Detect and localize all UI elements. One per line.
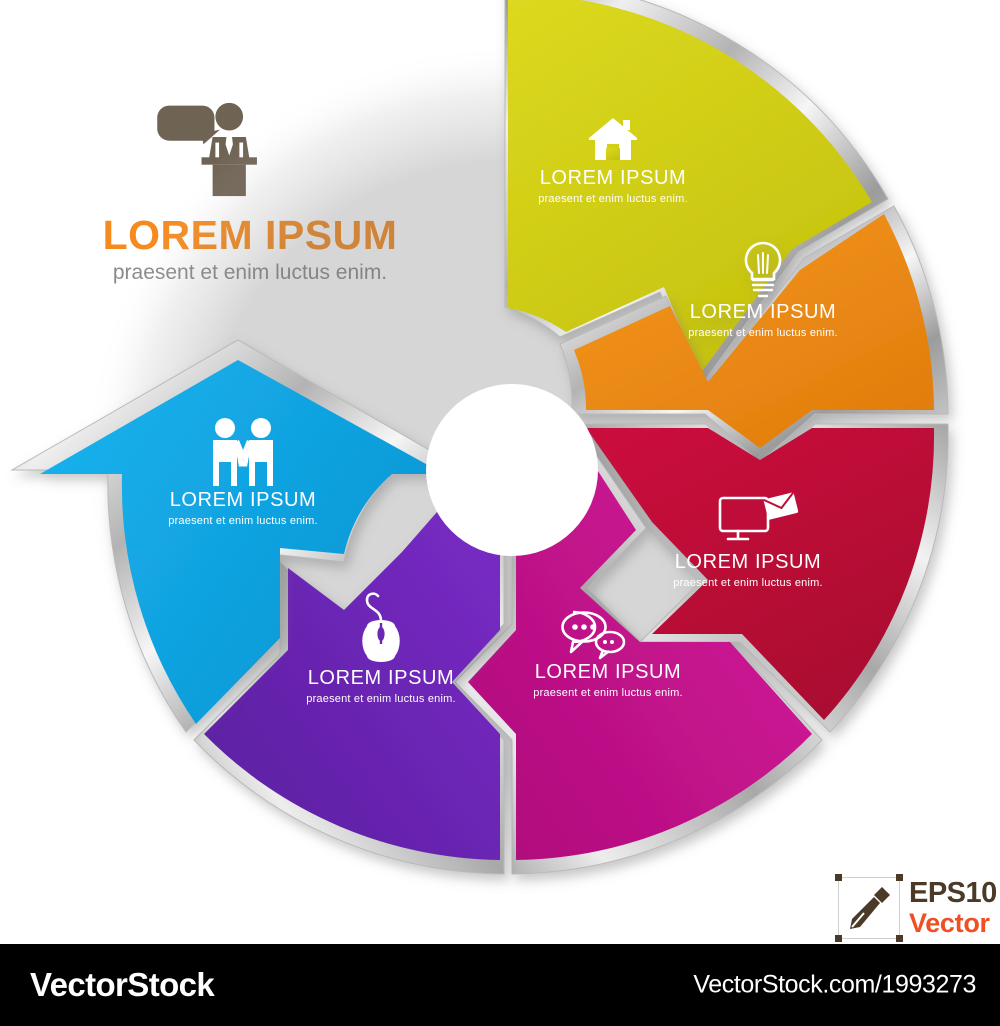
home-icon [589,118,637,160]
eps-label: EPS10 [909,877,997,909]
eps-vector-badge: EPS10 Vector [835,874,997,942]
segment-blue[interactable]: LOREM IPSUM praesent et enim luctus enim… [10,339,466,733]
segment-crimson-label: LOREM IPSUM [675,551,822,573]
segment-yellow[interactable]: LOREM IPSUM praesent et enim luctus enim… [504,0,889,389]
lightbulb-icon [744,241,782,298]
segment-crimson[interactable]: LOREM IPSUM praesent et enim luctus enim… [571,423,949,733]
segment-blue-sublabel: praesent et enim luctus enim. [168,515,317,527]
footer-brand: VectorStock [30,966,215,1003]
footer-url[interactable]: VectorStock.com/1993273 [693,970,976,999]
footer-bar: VectorStock VectorStock.com/1993273 [0,944,1000,1026]
pie-chart: LOREM IPSUM praesent et enim luctus enim… [10,0,949,892]
segment-purple[interactable]: LOREM IPSUM praesent et enim luctus enim… [193,432,505,875]
vector-label: Vector [909,908,990,938]
computer-mouse-icon [362,592,400,662]
pen-nib-icon [850,887,890,929]
segment-purple-label: LOREM IPSUM [308,667,455,689]
segment-purple-sublabel: praesent et enim luctus enim. [306,693,455,705]
segment-blue-label: LOREM IPSUM [170,489,317,511]
segment-yellow-label: LOREM IPSUM [540,167,687,189]
segment-yellow-sublabel: praesent et enim luctus enim. [538,193,687,205]
segment-crimson-sublabel: praesent et enim luctus enim. [673,577,822,589]
partnership-people-icon [213,418,273,486]
segment-orange-sublabel: praesent et enim luctus enim. [688,327,837,339]
segment-orange[interactable]: LOREM IPSUM praesent et enim luctus enim… [559,205,949,463]
center-hub [426,384,598,556]
monitor-email-icon [718,492,799,541]
chat-bubbles-icon [561,610,626,660]
pen-nib-bounding-box [835,874,903,942]
segment-magenta-sublabel: praesent et enim luctus enim. [533,687,682,699]
segment-orange-label: LOREM IPSUM [690,301,837,323]
segment-magenta-label: LOREM IPSUM [535,661,682,683]
